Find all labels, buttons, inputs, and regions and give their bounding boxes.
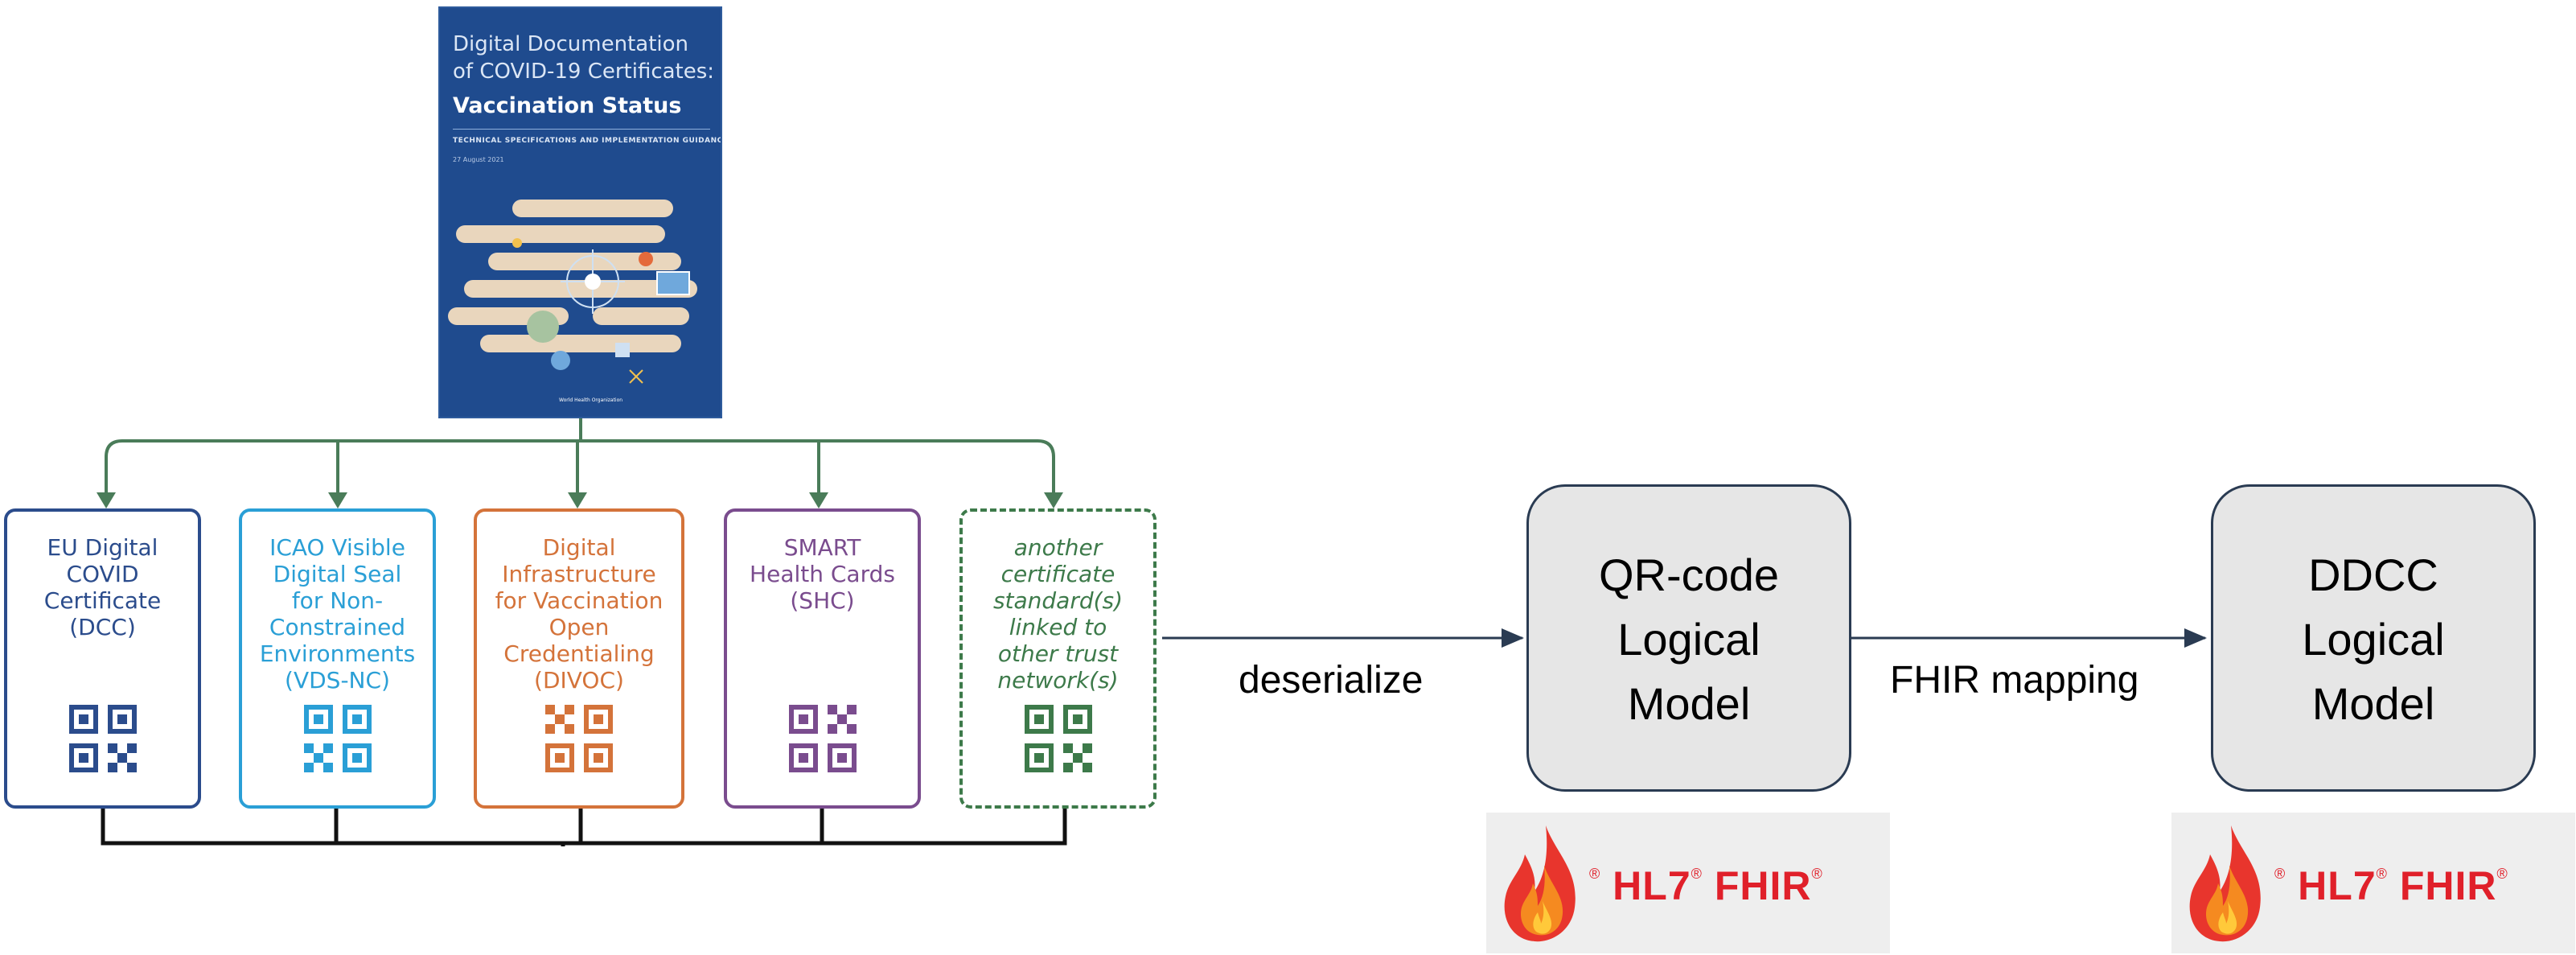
label-line: Environments bbox=[259, 640, 416, 667]
bottom-bracket bbox=[101, 809, 1067, 846]
qr-code-icon bbox=[788, 705, 857, 772]
hl7-fhir-logo-2: ® HL7® FHIR® bbox=[2171, 813, 2575, 953]
model-label-line: DDCC bbox=[2308, 550, 2438, 600]
standard-box-other: another certificate standard(s) linked t… bbox=[959, 508, 1157, 809]
reg-mark: ® bbox=[2376, 866, 2388, 882]
cover-title-line2: of COVID-19 Certificates: bbox=[453, 60, 715, 84]
fhir-wordmark: ® HL7® FHIR® bbox=[2274, 862, 2508, 909]
fhir-flame-icon bbox=[1504, 825, 1576, 942]
qr-code-icon bbox=[545, 705, 613, 772]
cover-divider bbox=[453, 129, 710, 130]
label-line: Open bbox=[548, 614, 610, 640]
cover-date: 27 August 2021 bbox=[453, 156, 504, 163]
model-label-line: QR-code bbox=[1598, 550, 1780, 600]
label-line: (VDS-NC) bbox=[285, 667, 390, 694]
hl7-fhir-logo-1: ® HL7® FHIR® bbox=[1486, 813, 1890, 953]
fhir-wordmark: ® HL7® FHIR® bbox=[1589, 862, 1823, 909]
standard-box-shc: SMART Health Cards (SHC) bbox=[724, 508, 921, 809]
label-line: standard(s) bbox=[992, 587, 1124, 614]
reg-mark: ® bbox=[1811, 866, 1823, 882]
standard-label: Digital Infrastructure for Vaccination O… bbox=[485, 534, 673, 694]
reg-mark: ® bbox=[2496, 866, 2508, 882]
label-line: (SHC) bbox=[790, 587, 855, 614]
ddcc-logical-model: DDCC Logical Model bbox=[2211, 484, 2536, 792]
cover-subtitle: TECHNICAL SPECIFICATIONS AND IMPLEMENTAT… bbox=[453, 137, 722, 145]
label-line: Health Cards bbox=[750, 561, 895, 587]
label-line: ICAO Visible bbox=[269, 534, 405, 561]
cover-title-bold: Vaccination Status bbox=[453, 93, 682, 118]
label-line: other trust bbox=[997, 640, 1119, 667]
who-ddcc-cover: Digital Documentation of COVID-19 Certif… bbox=[438, 6, 722, 418]
model-label-line: Logical bbox=[2302, 614, 2445, 665]
label-line: EU Digital bbox=[47, 534, 158, 561]
model-label-line: Model bbox=[2311, 678, 2435, 729]
fhir-flame-icon bbox=[2189, 825, 2261, 942]
standard-label: SMART Health Cards (SHC) bbox=[735, 534, 910, 614]
label-line: (DIVOC) bbox=[534, 667, 624, 694]
model-label: QR-code Logical Model bbox=[1529, 543, 1849, 736]
label-line: (DCC) bbox=[69, 614, 136, 640]
model-label-line: Logical bbox=[1617, 614, 1760, 665]
label-line: for Vaccination bbox=[495, 587, 664, 614]
label-line: Credentialing bbox=[503, 640, 655, 667]
cover-illustration bbox=[448, 200, 697, 384]
label-line: linked to bbox=[1009, 614, 1107, 640]
label-line: certificate bbox=[1000, 561, 1115, 587]
qr-code-icon bbox=[303, 705, 372, 772]
label-line: Constrained bbox=[269, 614, 406, 640]
reg-mark: ® bbox=[2274, 866, 2286, 882]
standard-box-divoc: Digital Infrastructure for Vaccination O… bbox=[474, 508, 684, 809]
standard-box-vds-nc: ICAO Visible Digital Seal for Non- Const… bbox=[239, 508, 436, 809]
label-line: for Non- bbox=[291, 587, 384, 614]
qr-code-icon bbox=[1024, 705, 1092, 772]
fhir-text: FHIR bbox=[2399, 863, 2497, 908]
model-label: DDCC Logical Model bbox=[2213, 543, 2533, 736]
standard-label: ICAO Visible Digital Seal for Non- Const… bbox=[250, 534, 425, 694]
label-line: COVID bbox=[66, 561, 139, 587]
fhir-text: FHIR bbox=[1714, 863, 1812, 908]
tree-arrowheads bbox=[97, 492, 1063, 508]
label-line: Digital bbox=[542, 534, 616, 561]
standard-box-dcc: EU Digital COVID Certificate (DCC) bbox=[4, 508, 201, 809]
label-line: another bbox=[1013, 534, 1103, 561]
label-line: Digital Seal bbox=[273, 561, 402, 587]
qr-code-icon bbox=[68, 705, 137, 772]
who-logo: World Health Organization bbox=[559, 397, 623, 403]
label-line: Infrastructure bbox=[502, 561, 656, 587]
cover-title-line1: Digital Documentation bbox=[453, 32, 689, 56]
cover-title: Digital Documentation of COVID-19 Certif… bbox=[453, 31, 718, 85]
label-line: Certificate bbox=[43, 587, 162, 614]
standard-label: EU Digital COVID Certificate (DCC) bbox=[15, 534, 190, 640]
standard-label: another certificate standard(s) linked t… bbox=[971, 534, 1145, 694]
label-line: SMART bbox=[783, 534, 861, 561]
hl7-text: HL7 bbox=[1613, 863, 1691, 908]
distribution-tree bbox=[105, 418, 1055, 505]
label-line: network(s) bbox=[997, 667, 1119, 694]
hl7-text: HL7 bbox=[2298, 863, 2377, 908]
fhir-mapping-label: FHIR mapping bbox=[1890, 659, 2139, 702]
reg-mark: ® bbox=[1691, 866, 1703, 882]
reg-mark: ® bbox=[1589, 866, 1601, 882]
qr-code-logical-model: QR-code Logical Model bbox=[1526, 484, 1851, 792]
model-label-line: Model bbox=[1627, 678, 1751, 729]
deserialize-label: deserialize bbox=[1239, 659, 1424, 702]
